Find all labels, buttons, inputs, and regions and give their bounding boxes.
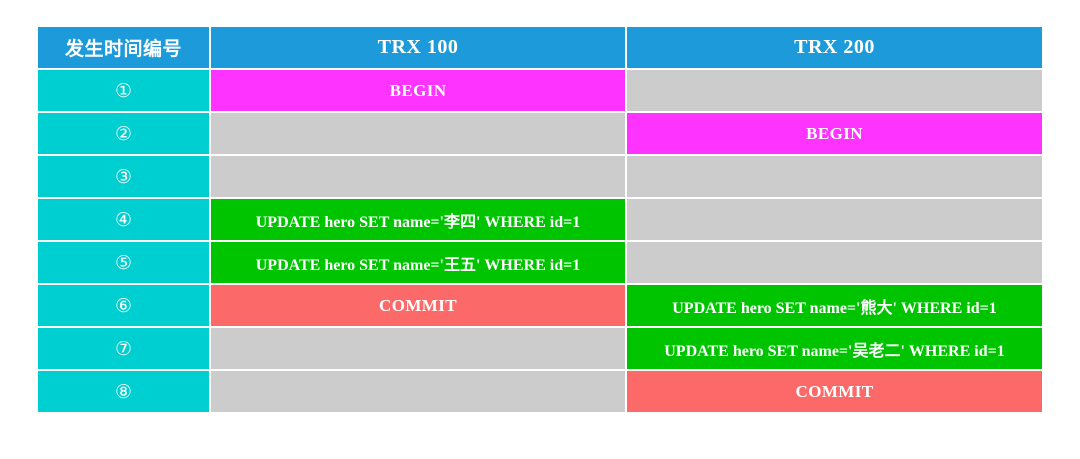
table-row: ③ <box>38 156 1042 197</box>
trx-100-cell <box>211 371 625 412</box>
trx-100-cell: COMMIT <box>211 285 625 326</box>
header-trx-100: TRX 100 <box>211 27 625 68</box>
sequence-cell: ⑧ <box>38 371 209 412</box>
sequence-cell: ⑥ <box>38 285 209 326</box>
trx-200-cell: UPDATE hero SET name='熊大' WHERE id=1 <box>627 285 1042 326</box>
header-sequence: 发生时间编号 <box>38 27 209 68</box>
trx-100-cell <box>211 113 625 154</box>
trx-200-cell <box>627 156 1042 197</box>
trx-100-cell <box>211 156 625 197</box>
trx-200-cell: COMMIT <box>627 371 1042 412</box>
sequence-cell: ① <box>38 70 209 111</box>
trx-200-cell: UPDATE hero SET name='吴老二' WHERE id=1 <box>627 328 1042 369</box>
trx-100-cell: BEGIN <box>211 70 625 111</box>
table-header-row: 发生时间编号 TRX 100 TRX 200 <box>38 27 1042 68</box>
trx-100-cell <box>211 328 625 369</box>
sequence-cell: ⑤ <box>38 242 209 283</box>
sequence-cell: ③ <box>38 156 209 197</box>
table-header: 发生时间编号 TRX 100 TRX 200 <box>38 27 1042 68</box>
trx-100-cell: UPDATE hero SET name='李四' WHERE id=1 <box>211 199 625 240</box>
trx-100-cell: UPDATE hero SET name='王五' WHERE id=1 <box>211 242 625 283</box>
table-row: ② BEGIN <box>38 113 1042 154</box>
trx-200-cell <box>627 70 1042 111</box>
sequence-cell: ② <box>38 113 209 154</box>
table-row: ⑦ UPDATE hero SET name='吴老二' WHERE id=1 <box>38 328 1042 369</box>
sequence-cell: ④ <box>38 199 209 240</box>
table-row: ⑧ COMMIT <box>38 371 1042 412</box>
header-trx-200: TRX 200 <box>627 27 1042 68</box>
sequence-cell: ⑦ <box>38 328 209 369</box>
trx-200-cell: BEGIN <box>627 113 1042 154</box>
trx-200-cell <box>627 242 1042 283</box>
trx-200-cell <box>627 199 1042 240</box>
